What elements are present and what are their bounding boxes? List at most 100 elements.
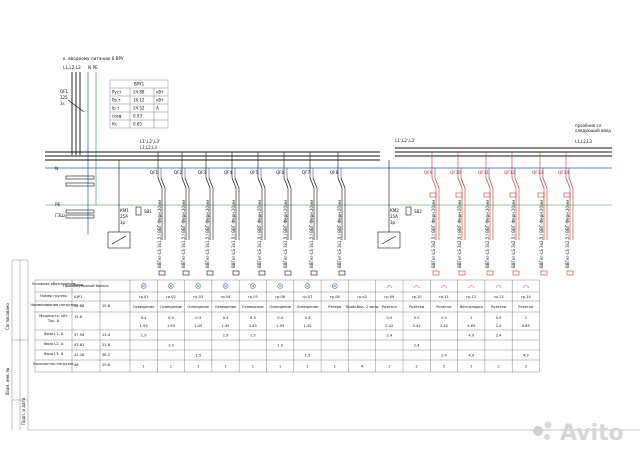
- input-value-2: 15.6: [102, 304, 111, 308]
- group-current: 1.45: [249, 324, 257, 328]
- group-l2: 1.9: [277, 344, 283, 348]
- group-name: Вентиляция: [460, 305, 483, 309]
- group-l3: 4.9: [523, 354, 529, 358]
- group-l1: 1.5: [223, 334, 229, 338]
- row-header: Условное обозначение: [32, 282, 76, 286]
- svg-text:L1',L2',L3': L1',L2',L3': [140, 139, 160, 144]
- cable-spec: ВВГнг-LS 3х2,5 / ВВГ-Ферн 20мм: [511, 200, 516, 268]
- load-symbol: [338, 270, 346, 276]
- load-symbol: [540, 270, 548, 276]
- group-count: 2: [525, 365, 527, 369]
- cable-spec: ВВГнг-LS 3х2,5 / ВВГ-Ферн 20мм: [431, 200, 436, 268]
- group-current: 1.93: [276, 324, 284, 328]
- group-number: гр.08: [330, 295, 341, 299]
- breaker-label: QF7: [302, 170, 310, 175]
- group-number: гр.13: [494, 295, 504, 299]
- group-count: 2: [470, 365, 472, 369]
- input-value: 15.6: [74, 315, 83, 319]
- group-l1: 2.4: [496, 334, 502, 338]
- group-power: 1: [470, 316, 472, 320]
- load-symbol: [232, 270, 240, 276]
- switch-label: SB1: [144, 209, 152, 214]
- group-name: Розетки: [491, 305, 507, 309]
- group-count: 2: [388, 365, 390, 369]
- input-value: ЩР1: [74, 295, 82, 299]
- param-value: 0.65: [133, 122, 142, 127]
- feed-npe: N PE: [88, 65, 98, 70]
- group-number: гр.06: [275, 295, 286, 299]
- param-value: 16.12: [133, 98, 145, 103]
- group-count: 1: [279, 365, 281, 369]
- group-current: 1.93: [140, 324, 148, 328]
- svg-text:1s: 1s: [60, 101, 65, 106]
- group-number: гр.11: [439, 295, 449, 299]
- params-head: ВРУ1: [134, 82, 145, 87]
- svg-text:Avito: Avito: [560, 421, 624, 446]
- param-name: Ір.т: [112, 106, 120, 111]
- group-number: гр.07: [303, 295, 313, 299]
- main-breaker: QF1 125 1s: [60, 89, 85, 113]
- svg-text:125: 125: [60, 95, 68, 100]
- load-symbol: [486, 270, 494, 276]
- input-value: 42.26: [74, 353, 85, 357]
- group-number: гр.05: [248, 295, 258, 299]
- param-unit: кВт: [156, 90, 164, 95]
- group-power: 0.4: [141, 316, 147, 320]
- breaker-label: QF3: [198, 170, 206, 175]
- row-header: Мощность, кВт: [39, 314, 67, 318]
- input-value-2: 21.8: [102, 343, 111, 347]
- breaker-label: QF8: [330, 170, 338, 175]
- svg-text:3р: 3р: [120, 220, 126, 225]
- breaker-label: QF4: [224, 170, 232, 175]
- row-header: Фаза L2, А: [44, 342, 64, 346]
- group-number: гр.12: [466, 295, 476, 299]
- breaker-label: QF14: [558, 170, 569, 175]
- breaker-label: QF12: [504, 170, 515, 175]
- load-symbol: [284, 270, 292, 276]
- bus-left-label: L1,L2,L3: [140, 145, 157, 150]
- input-value-2: 13.4: [102, 333, 111, 337]
- load-symbol: [258, 270, 266, 276]
- svg-text:QF1: QF1: [60, 89, 68, 94]
- group-name: Освещение: [297, 305, 319, 309]
- cable-spec: ВВГнг-LS 3х1,5 / ВВГ-Ферн 20мм: [283, 200, 288, 268]
- group-power: 0.5: [496, 316, 502, 320]
- param-name: Кс: [112, 122, 117, 127]
- group-current: 2.42: [440, 324, 448, 328]
- svg-text:3р: 3р: [390, 220, 396, 225]
- load-symbol: [206, 270, 214, 276]
- ground-bar-label: ГЗШ: [55, 213, 65, 218]
- load-symbol: [432, 270, 440, 276]
- bus-right-label: L1',L2',L3': [395, 138, 415, 143]
- load-symbol: [158, 270, 166, 276]
- input-value: 24.88: [74, 304, 85, 308]
- group-l1: 2.4: [386, 334, 392, 338]
- bus-right-note: прооб‌ние сл.: [575, 123, 603, 128]
- breaker-label: QF9: [424, 170, 433, 175]
- load-symbol: [182, 270, 190, 276]
- legend-label: Промежуточный баланс: [63, 284, 109, 288]
- group-count: 1: [224, 365, 226, 369]
- cable-spec: ВВГнг-LS 3х2,5 / ВВГ-Ферн 20мм: [457, 200, 462, 268]
- svg-text:L1,L2,L3: L1,L2,L3: [575, 139, 592, 144]
- group-current: 1.45: [194, 324, 202, 328]
